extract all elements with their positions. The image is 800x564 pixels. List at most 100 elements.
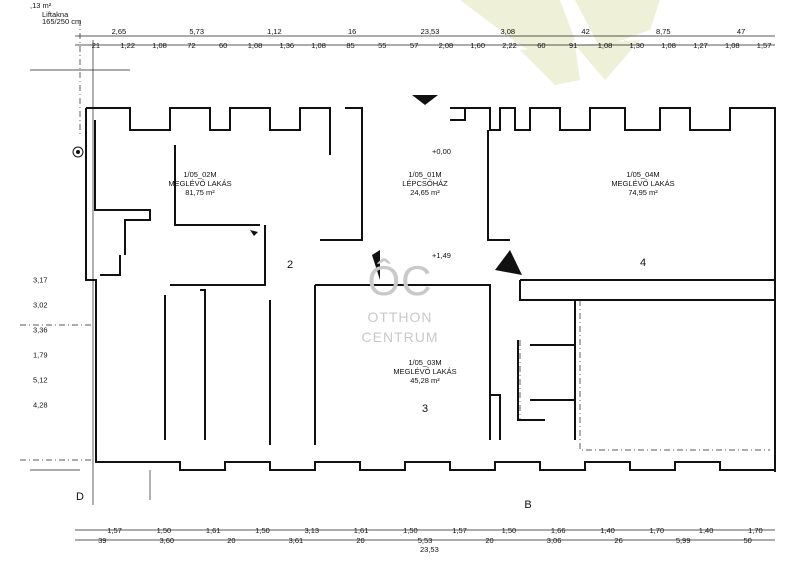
- dimension-label: 1,79: [33, 351, 48, 360]
- room-area: 81,75 m²: [185, 188, 215, 197]
- dimension-label: 1,08: [598, 41, 613, 50]
- dimension-label: 1,61: [354, 526, 369, 535]
- corner-annotations: ,13 m² Liftakna 165/250 cm +0,00 +1,49 D…: [30, 1, 532, 554]
- room-name: LÉPCSŐHÁZ: [402, 179, 448, 188]
- dimension-label: 1,08: [152, 41, 167, 50]
- dimension-label: 2,65: [112, 27, 127, 36]
- dimension-label: 3,61: [289, 536, 304, 545]
- dimension-label: 85: [346, 41, 354, 50]
- dimension-label: 1,08: [311, 41, 326, 50]
- dimension-label: 1,50: [255, 526, 270, 535]
- watermark-logo: ÔC OTTHON CENTRUM: [362, 257, 439, 345]
- room-label-04: 1/05_04M MEGLÉVŐ LAKÁS 74,95 m² 4: [611, 170, 674, 269]
- dimension-label: 3,02: [33, 301, 48, 310]
- dimension-label: 91: [569, 41, 577, 50]
- watermark-line2: CENTRUM: [362, 329, 439, 345]
- dimension-label: 3,17: [33, 276, 48, 285]
- level-1: +1,49: [432, 251, 451, 260]
- dimension-label: 1,57: [757, 41, 772, 50]
- room-id: 1/05_01M: [408, 170, 441, 179]
- dimension-label: 47: [737, 27, 745, 36]
- dimension-label: 3,13: [304, 526, 319, 535]
- dimension-label: 1,40: [600, 526, 615, 535]
- dimension-label: 60: [537, 41, 545, 50]
- dimension-label: 39: [98, 536, 106, 545]
- dimension-label: 1,27: [693, 41, 708, 50]
- dimension-label: 60: [219, 41, 227, 50]
- dimension-lines: [30, 20, 775, 541]
- walls: [85, 107, 776, 472]
- lift-size: 165/250 cm: [42, 17, 81, 26]
- dimension-label: 1,36: [279, 41, 294, 50]
- room-id: 1/05_03M: [408, 358, 441, 367]
- room-number: 2: [287, 259, 293, 271]
- dimension-label: 3,08: [500, 27, 515, 36]
- dimension-label: 3,36: [33, 326, 48, 335]
- bottom-total: 23,53: [420, 545, 439, 554]
- dimension-label: 20: [227, 536, 235, 545]
- section-d: D: [76, 491, 84, 503]
- dimension-label: 20: [485, 536, 493, 545]
- room-id: 1/05_04M: [626, 170, 659, 179]
- dimension-label: 21: [92, 41, 100, 50]
- room-name: MEGLÉVŐ LAKÁS: [168, 179, 231, 188]
- dimension-label: 1,57: [107, 526, 122, 535]
- dimension-label: 72: [187, 41, 195, 50]
- room-id: 1/05_02M: [183, 170, 216, 179]
- dimension-label: 2,22: [502, 41, 517, 50]
- dimension-label: 5,73: [189, 27, 204, 36]
- dimension-label: 5,99: [676, 536, 691, 545]
- dimension-label: 2,08: [439, 41, 454, 50]
- dimension-label: 8,75: [656, 27, 671, 36]
- room-area: 74,95 m²: [628, 188, 658, 197]
- dimension-label: 3,60: [159, 536, 174, 545]
- top-dimension-row-2: 21 1,22 1,08 72 60 1,08 1,36 1,08 85 55 57 2,08 1,60…: [92, 41, 772, 50]
- dimension-label: 5,53: [418, 536, 433, 545]
- dimension-label: 1,40: [699, 526, 714, 535]
- dimension-label: 5,12: [33, 376, 48, 385]
- watermark-line1: OTTHON: [367, 309, 432, 325]
- dimension-label: 1,57: [452, 526, 467, 535]
- room-number: 3: [422, 403, 428, 415]
- room-area: 45,28 m²: [410, 376, 440, 385]
- dimension-label: 1,61: [206, 526, 221, 535]
- dimension-label: 57: [410, 41, 418, 50]
- bottom-dimension-row-1: 1,57 1,50 1,61 1,50 3,13 1,61 1,50 1,57 1,50 1,66…: [107, 526, 762, 535]
- dimension-label: 1,22: [120, 41, 135, 50]
- room-label-01: 1/05_01M LÉPCSŐHÁZ 24,65 m²: [402, 170, 448, 197]
- dimension-label: 1,70: [649, 526, 664, 535]
- dimension-label: 1,50: [502, 526, 517, 535]
- room-label-03: 1/05_03M MEGLÉVŐ LAKÁS 45,28 m² 3: [393, 358, 456, 415]
- dimension-label: 1,30: [629, 41, 644, 50]
- room-number: 4: [640, 257, 646, 269]
- dimension-label: 1,60: [470, 41, 485, 50]
- dimension-label: 3,06: [547, 536, 562, 545]
- dimension-label: 1,08: [725, 41, 740, 50]
- level-0: +0,00: [432, 147, 451, 156]
- dimension-label: 1,66: [551, 526, 566, 535]
- section-b: B: [524, 499, 531, 511]
- dimension-label: 1,08: [661, 41, 676, 50]
- dimension-label: 1,50: [157, 526, 172, 535]
- dimension-label: 55: [378, 41, 386, 50]
- dimension-label: 42: [581, 27, 589, 36]
- top-dimension-row-1: 2,65 5,73 1,12 16 23,53 3,08 42 8,75 47: [112, 27, 746, 36]
- top-left-area: ,13 m²: [30, 1, 52, 10]
- dimension-label: 20: [356, 536, 364, 545]
- left-dimension-column: 3,17 3,02 3,36 1,79 5,12 4,28: [33, 276, 48, 410]
- markers: [72, 95, 522, 280]
- room-label-02: 1/05_02M MEGLÉVŐ LAKÁS 81,75 m² 2: [168, 170, 293, 271]
- dimension-label: 1,70: [748, 526, 763, 535]
- dimension-label: 16: [348, 27, 356, 36]
- hidden-lines: [20, 300, 770, 461]
- dimension-label: 4,28: [33, 401, 48, 410]
- dimension-label: 23,53: [421, 27, 440, 36]
- room-area: 24,65 m²: [410, 188, 440, 197]
- room-name: MEGLÉVŐ LAKÁS: [611, 179, 674, 188]
- dimension-label: 1,12: [267, 27, 282, 36]
- dimension-label: 26: [614, 536, 622, 545]
- watermark-logo-text: ÔC: [368, 257, 433, 304]
- dimension-label: 1,50: [403, 526, 418, 535]
